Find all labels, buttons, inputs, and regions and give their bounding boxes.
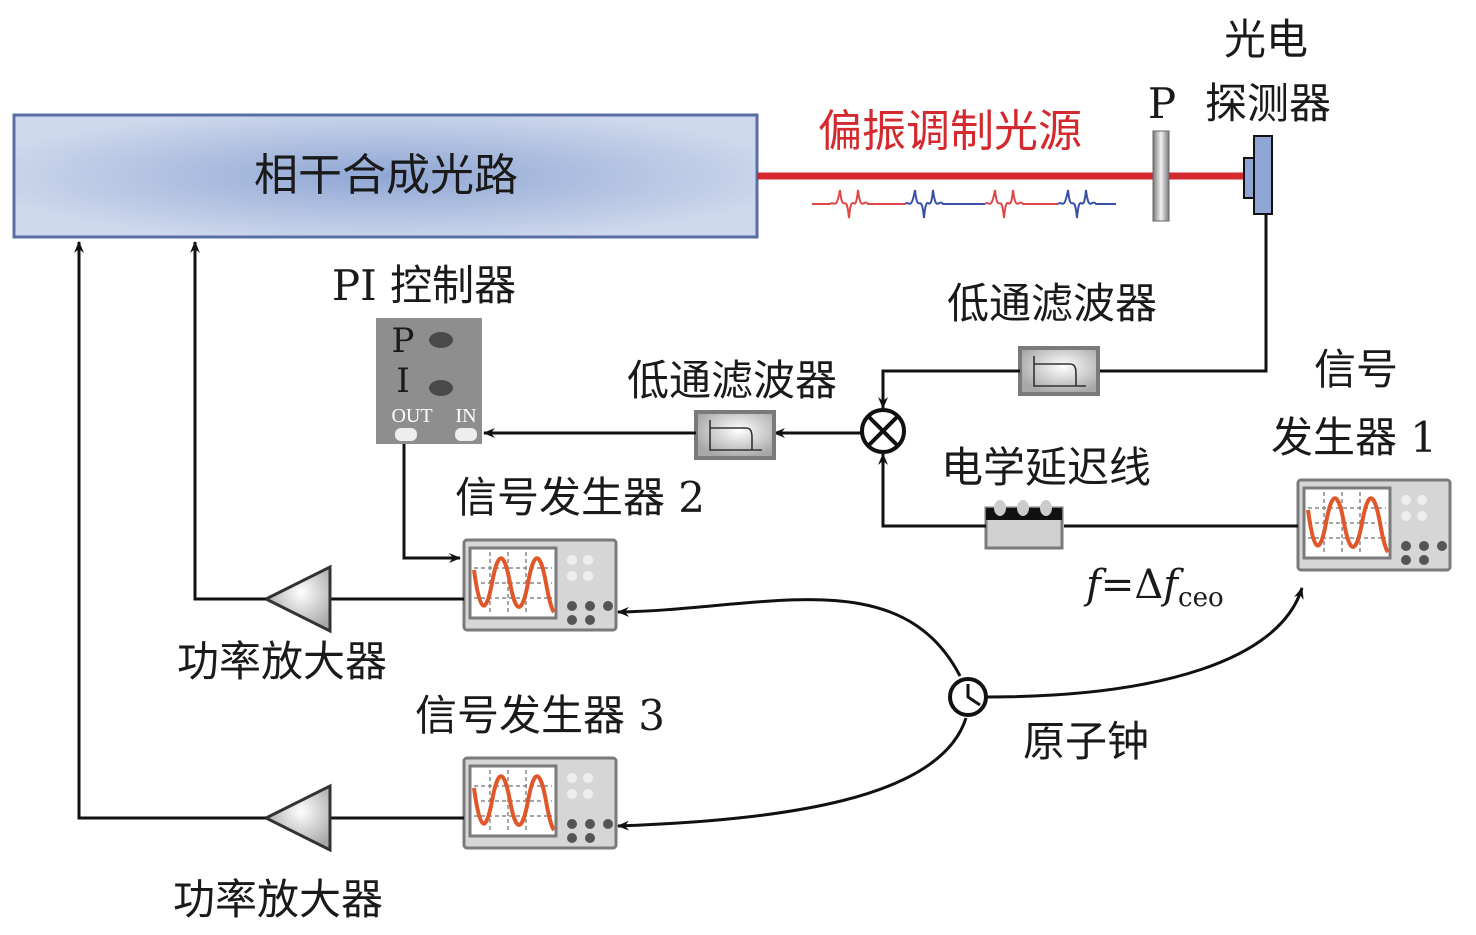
signal-generator-3	[462, 756, 618, 850]
pi-out-port[interactable]	[395, 428, 417, 441]
polarizer-label: P	[1148, 79, 1176, 128]
atomic-clock-icon	[948, 677, 988, 717]
lpf-mid	[694, 410, 776, 460]
atomic-clock-label: 原子钟	[1023, 717, 1149, 766]
power-amplifier-2-label: 功率放大器	[173, 875, 383, 924]
pulse-train	[812, 189, 1116, 219]
pi-i-label: I	[396, 361, 409, 401]
photodetector: 光电 探测器	[1205, 15, 1331, 215]
signal-generator-2-label: 信号发生器 2	[455, 473, 705, 522]
wire-amp1-to-combiner	[190, 241, 266, 601]
wire-delay-to-mixer	[878, 453, 986, 528]
power-amplifier-1-label: 功率放大器	[177, 637, 387, 686]
i-knob[interactable]	[429, 380, 453, 396]
mixer	[860, 408, 906, 454]
pi-controller: P I OUT IN PI 控制器	[332, 261, 516, 444]
power-amplifier-1	[262, 564, 332, 634]
wire-amp2-to-combiner	[74, 241, 266, 820]
wire-lpf-to-mixer	[878, 369, 1020, 409]
wire-clock-to-siggen1	[985, 587, 1304, 699]
pi-in-label: IN	[455, 405, 476, 427]
signal-generator-1	[1296, 478, 1452, 572]
wire-clock-to-siggen3	[617, 717, 968, 831]
electrical-delay-line	[984, 500, 1064, 550]
wire-pi-to-siggen2	[402, 444, 461, 563]
frequency-label: f=Δfceo	[1083, 562, 1224, 613]
power-amplifier-2	[262, 783, 332, 853]
photodetector-label-line2: 探测器	[1205, 79, 1331, 128]
pi-p-label: P	[392, 321, 415, 361]
polarizer: P	[1148, 79, 1176, 222]
p-knob[interactable]	[429, 332, 453, 348]
wire-clock-to-siggen2	[617, 598, 962, 677]
lpf-top-label: 低通滤波器	[947, 279, 1157, 328]
signal-generator-1-label-line1: 信号	[1314, 345, 1398, 394]
lpf-top	[1018, 346, 1100, 396]
lpf-mid-label: 低通滤波器	[627, 356, 837, 405]
signal-generator-1-label-line2: 发生器 1	[1271, 413, 1437, 462]
coherent-combining-label: 相干合成光路	[254, 150, 518, 201]
signal-generator-3-label: 信号发生器 3	[415, 691, 665, 740]
pi-in-port[interactable]	[455, 428, 477, 441]
photodetector-label-line1: 光电	[1224, 15, 1308, 64]
delay-line-label: 电学延迟线	[941, 443, 1151, 492]
pi-controller-label: PI 控制器	[332, 261, 516, 310]
pi-out-label: OUT	[391, 405, 432, 427]
polarization-source-label: 偏振调制光源	[818, 106, 1082, 157]
wire-detector-to-lpf	[1098, 214, 1268, 373]
coherent-combining-block: 相干合成光路	[12, 113, 759, 239]
signal-generator-2	[462, 538, 618, 632]
